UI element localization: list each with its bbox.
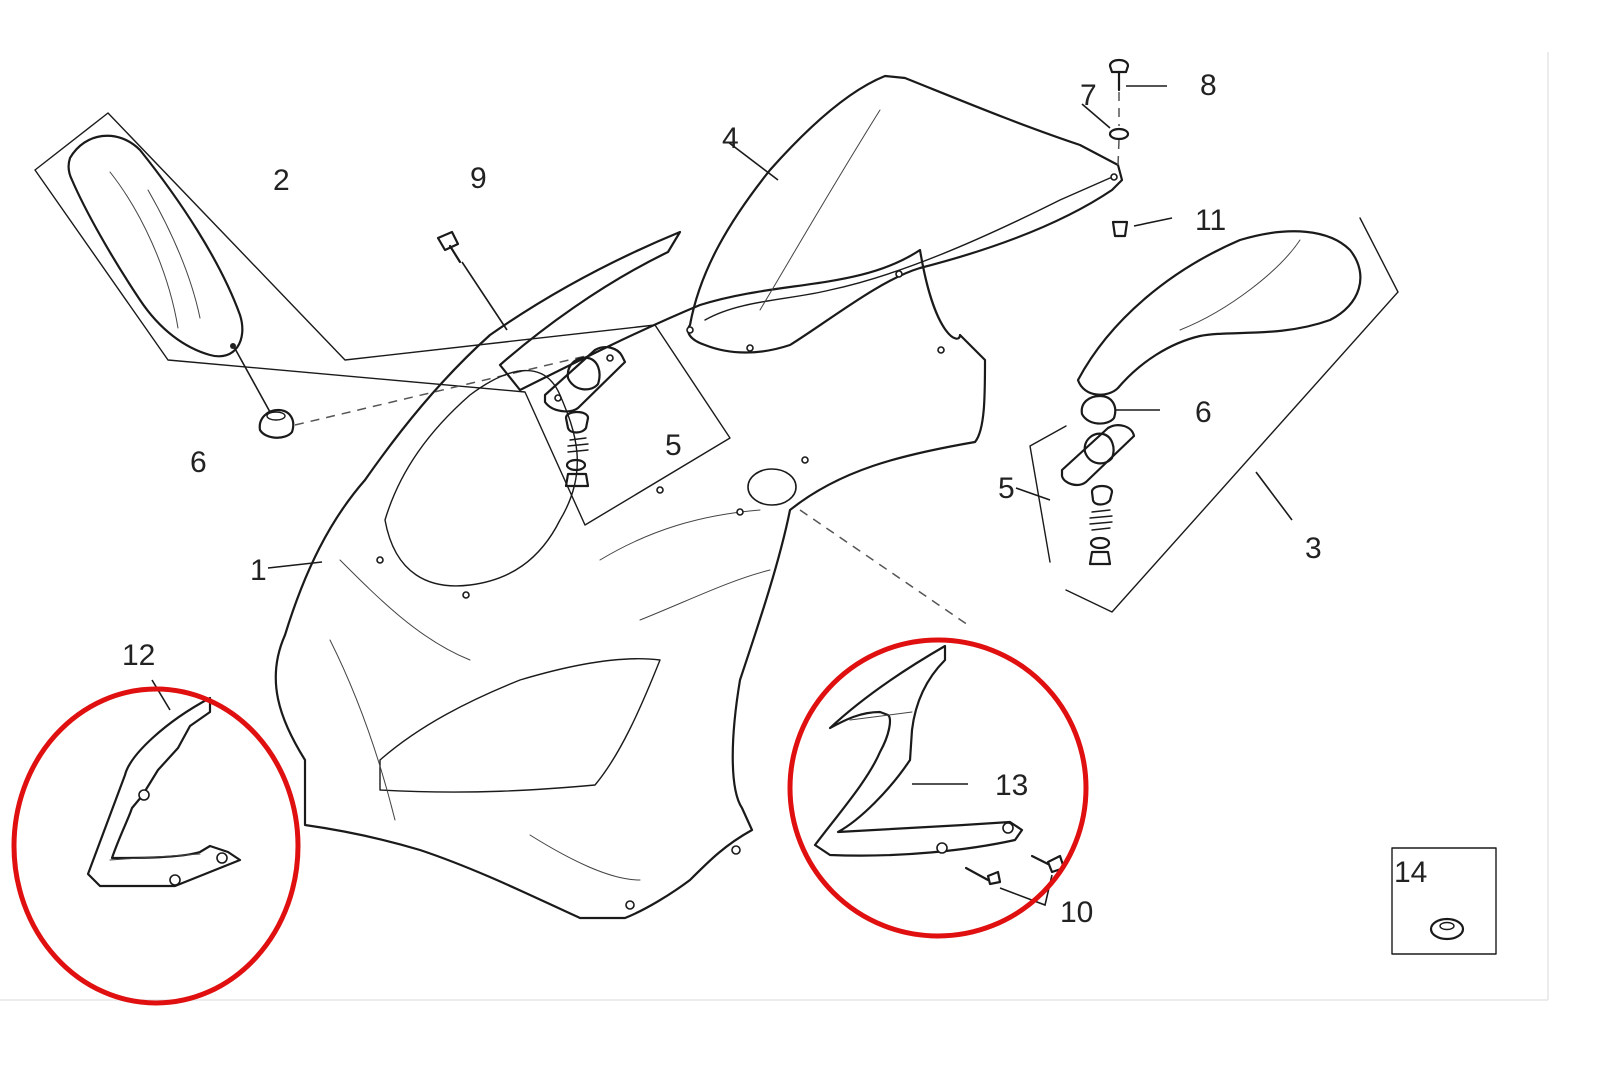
callout-13: 13 (995, 769, 1028, 802)
highlight-circle-part-13 (787, 637, 1089, 939)
grommet-right (1080, 394, 1160, 425)
screw-9 (436, 230, 508, 331)
callout-5b: 5 (998, 472, 1015, 505)
fastener-11 (1111, 217, 1173, 238)
callout-8: 8 (1200, 69, 1217, 102)
mirror-right (1065, 217, 1399, 613)
mount-assembly-right (799, 424, 1136, 626)
washer-and-screw-7-8 (1081, 58, 1167, 166)
callout-4: 4 (722, 122, 739, 155)
highlight-circle-part-12 (11, 686, 301, 1006)
callout-5a: 5 (665, 429, 682, 462)
mount-assembly-left (543, 346, 627, 488)
callout-11: 11 (1195, 204, 1226, 237)
callout-1: 1 (250, 554, 267, 587)
callout-12: 12 (122, 639, 155, 672)
callout-3: 3 (1305, 532, 1322, 565)
callout-6b: 6 (1195, 396, 1212, 429)
grommet-left (258, 354, 591, 439)
part-14-box (1391, 847, 1497, 955)
mirror-left (34, 112, 731, 526)
winglet-left (86, 679, 242, 888)
callout-2: 2 (273, 164, 290, 197)
callout-9: 9 (470, 162, 487, 195)
windscreen (686, 74, 1124, 354)
callout-10: 10 (1060, 896, 1093, 929)
callout-14: 14 (1394, 856, 1427, 889)
callout-7: 7 (1080, 79, 1097, 112)
callout-6a: 6 (190, 446, 207, 479)
screws-10 (964, 854, 1066, 907)
upper-fairing (267, 230, 987, 920)
winglet-right (813, 644, 1024, 857)
